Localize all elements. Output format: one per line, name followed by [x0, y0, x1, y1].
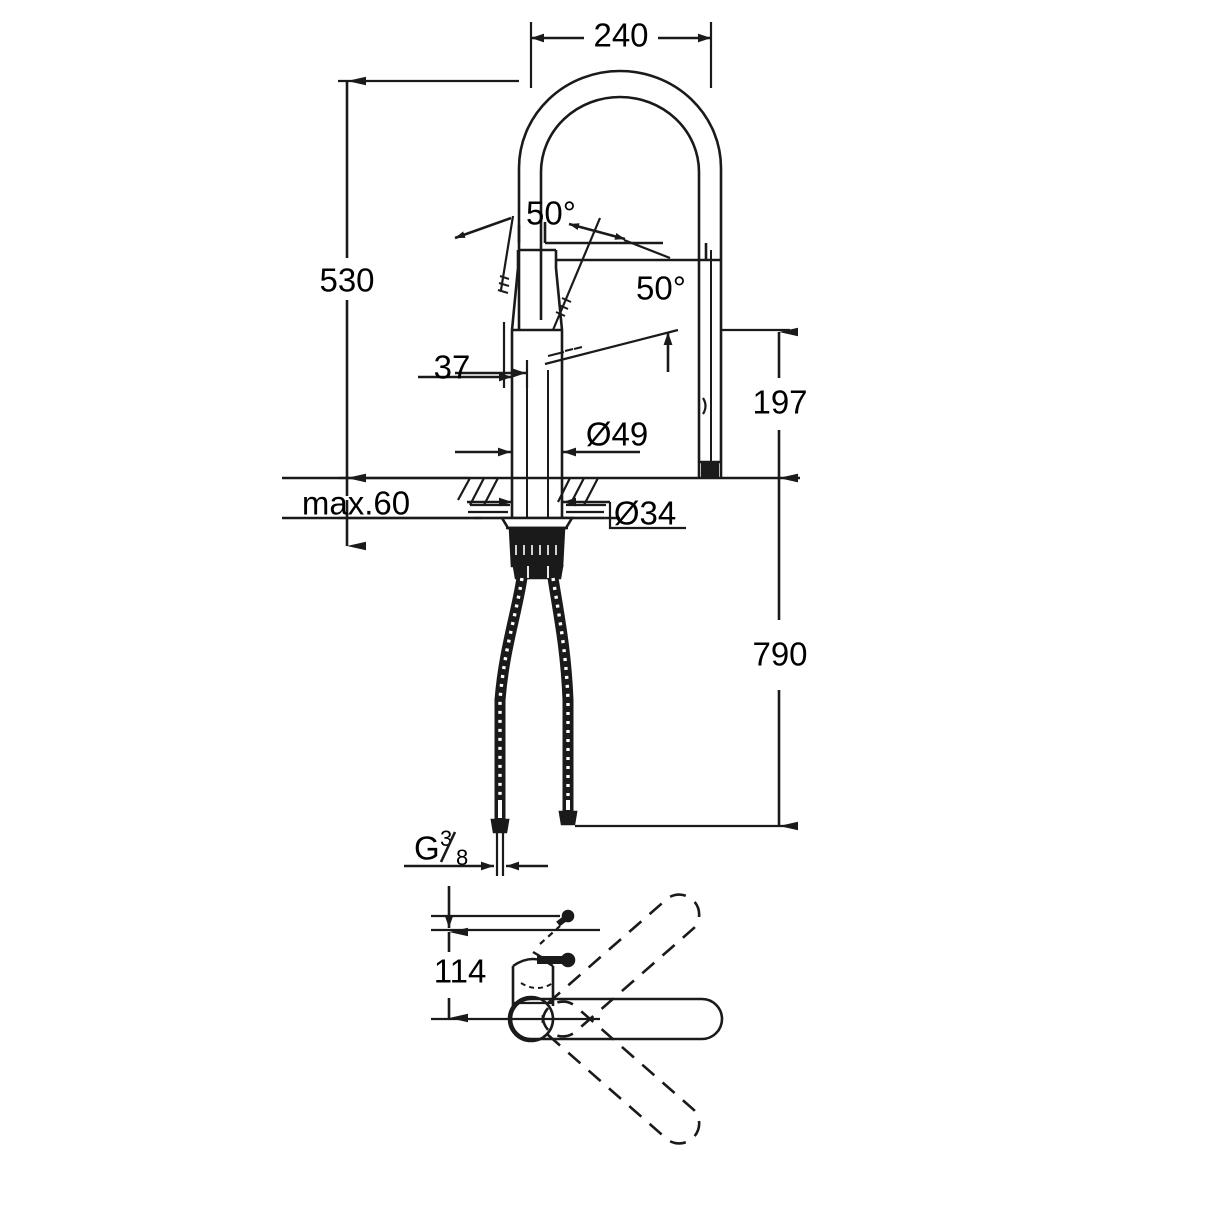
dimension-790 [575, 473, 798, 831]
dimension-label-d34: Ø34 [614, 495, 676, 532]
fraction-slash [439, 831, 457, 863]
dimension-label-max60: max.60 [302, 485, 410, 522]
faucet-body-column [510, 248, 564, 478]
fixing-nut [508, 526, 566, 580]
dimension-labels: 240 530 50° 50° 37 Ø49 197 max.60 Ø34 79… [302, 17, 808, 990]
dimension-530 [338, 76, 519, 483]
flexible-hose-left [490, 577, 528, 876]
dimension-label-37: 37 [434, 349, 471, 386]
dimension-197 [721, 327, 798, 483]
thread-label-denominator: 8 [456, 845, 468, 870]
hose-detail [702, 397, 707, 415]
thread-label-numerator: 3 [440, 826, 452, 851]
spout-inner-arch [539, 95, 701, 478]
thread-label-letter: G [414, 830, 440, 867]
dimension-label-50deg-right: 50° [636, 270, 686, 307]
dimension-label-50deg-left: 50° [526, 195, 576, 232]
dimension-label-530: 530 [319, 262, 374, 299]
dimension-label-197: 197 [752, 384, 807, 421]
spout-nozzle [699, 460, 721, 478]
dimension-max60 [338, 473, 482, 551]
dimension-label-g38: G 3 8 [414, 826, 468, 870]
dimension-label-114: 114 [434, 953, 487, 990]
dimension-label-d49: Ø49 [586, 416, 648, 453]
handle-swing-leader-left [454, 215, 515, 294]
dimension-label-240: 240 [593, 17, 648, 54]
pullout-spray-leader [544, 328, 679, 372]
handle-swing-leader-right [551, 217, 671, 331]
dimension-d49 [455, 360, 640, 457]
dimension-label-790: 790 [752, 636, 807, 673]
dimension-114 [431, 927, 600, 1023]
spout-outer-arch [517, 69, 723, 478]
dimension-g38 [404, 861, 548, 928]
dimension-37 [418, 322, 512, 388]
dimension-d34 [467, 497, 686, 530]
flexible-hose-right [547, 577, 578, 826]
plan-view-lever-solid [431, 909, 724, 1043]
dimension-240 [529, 22, 713, 88]
plan-view-lever-ghost-down [541, 1000, 701, 1145]
